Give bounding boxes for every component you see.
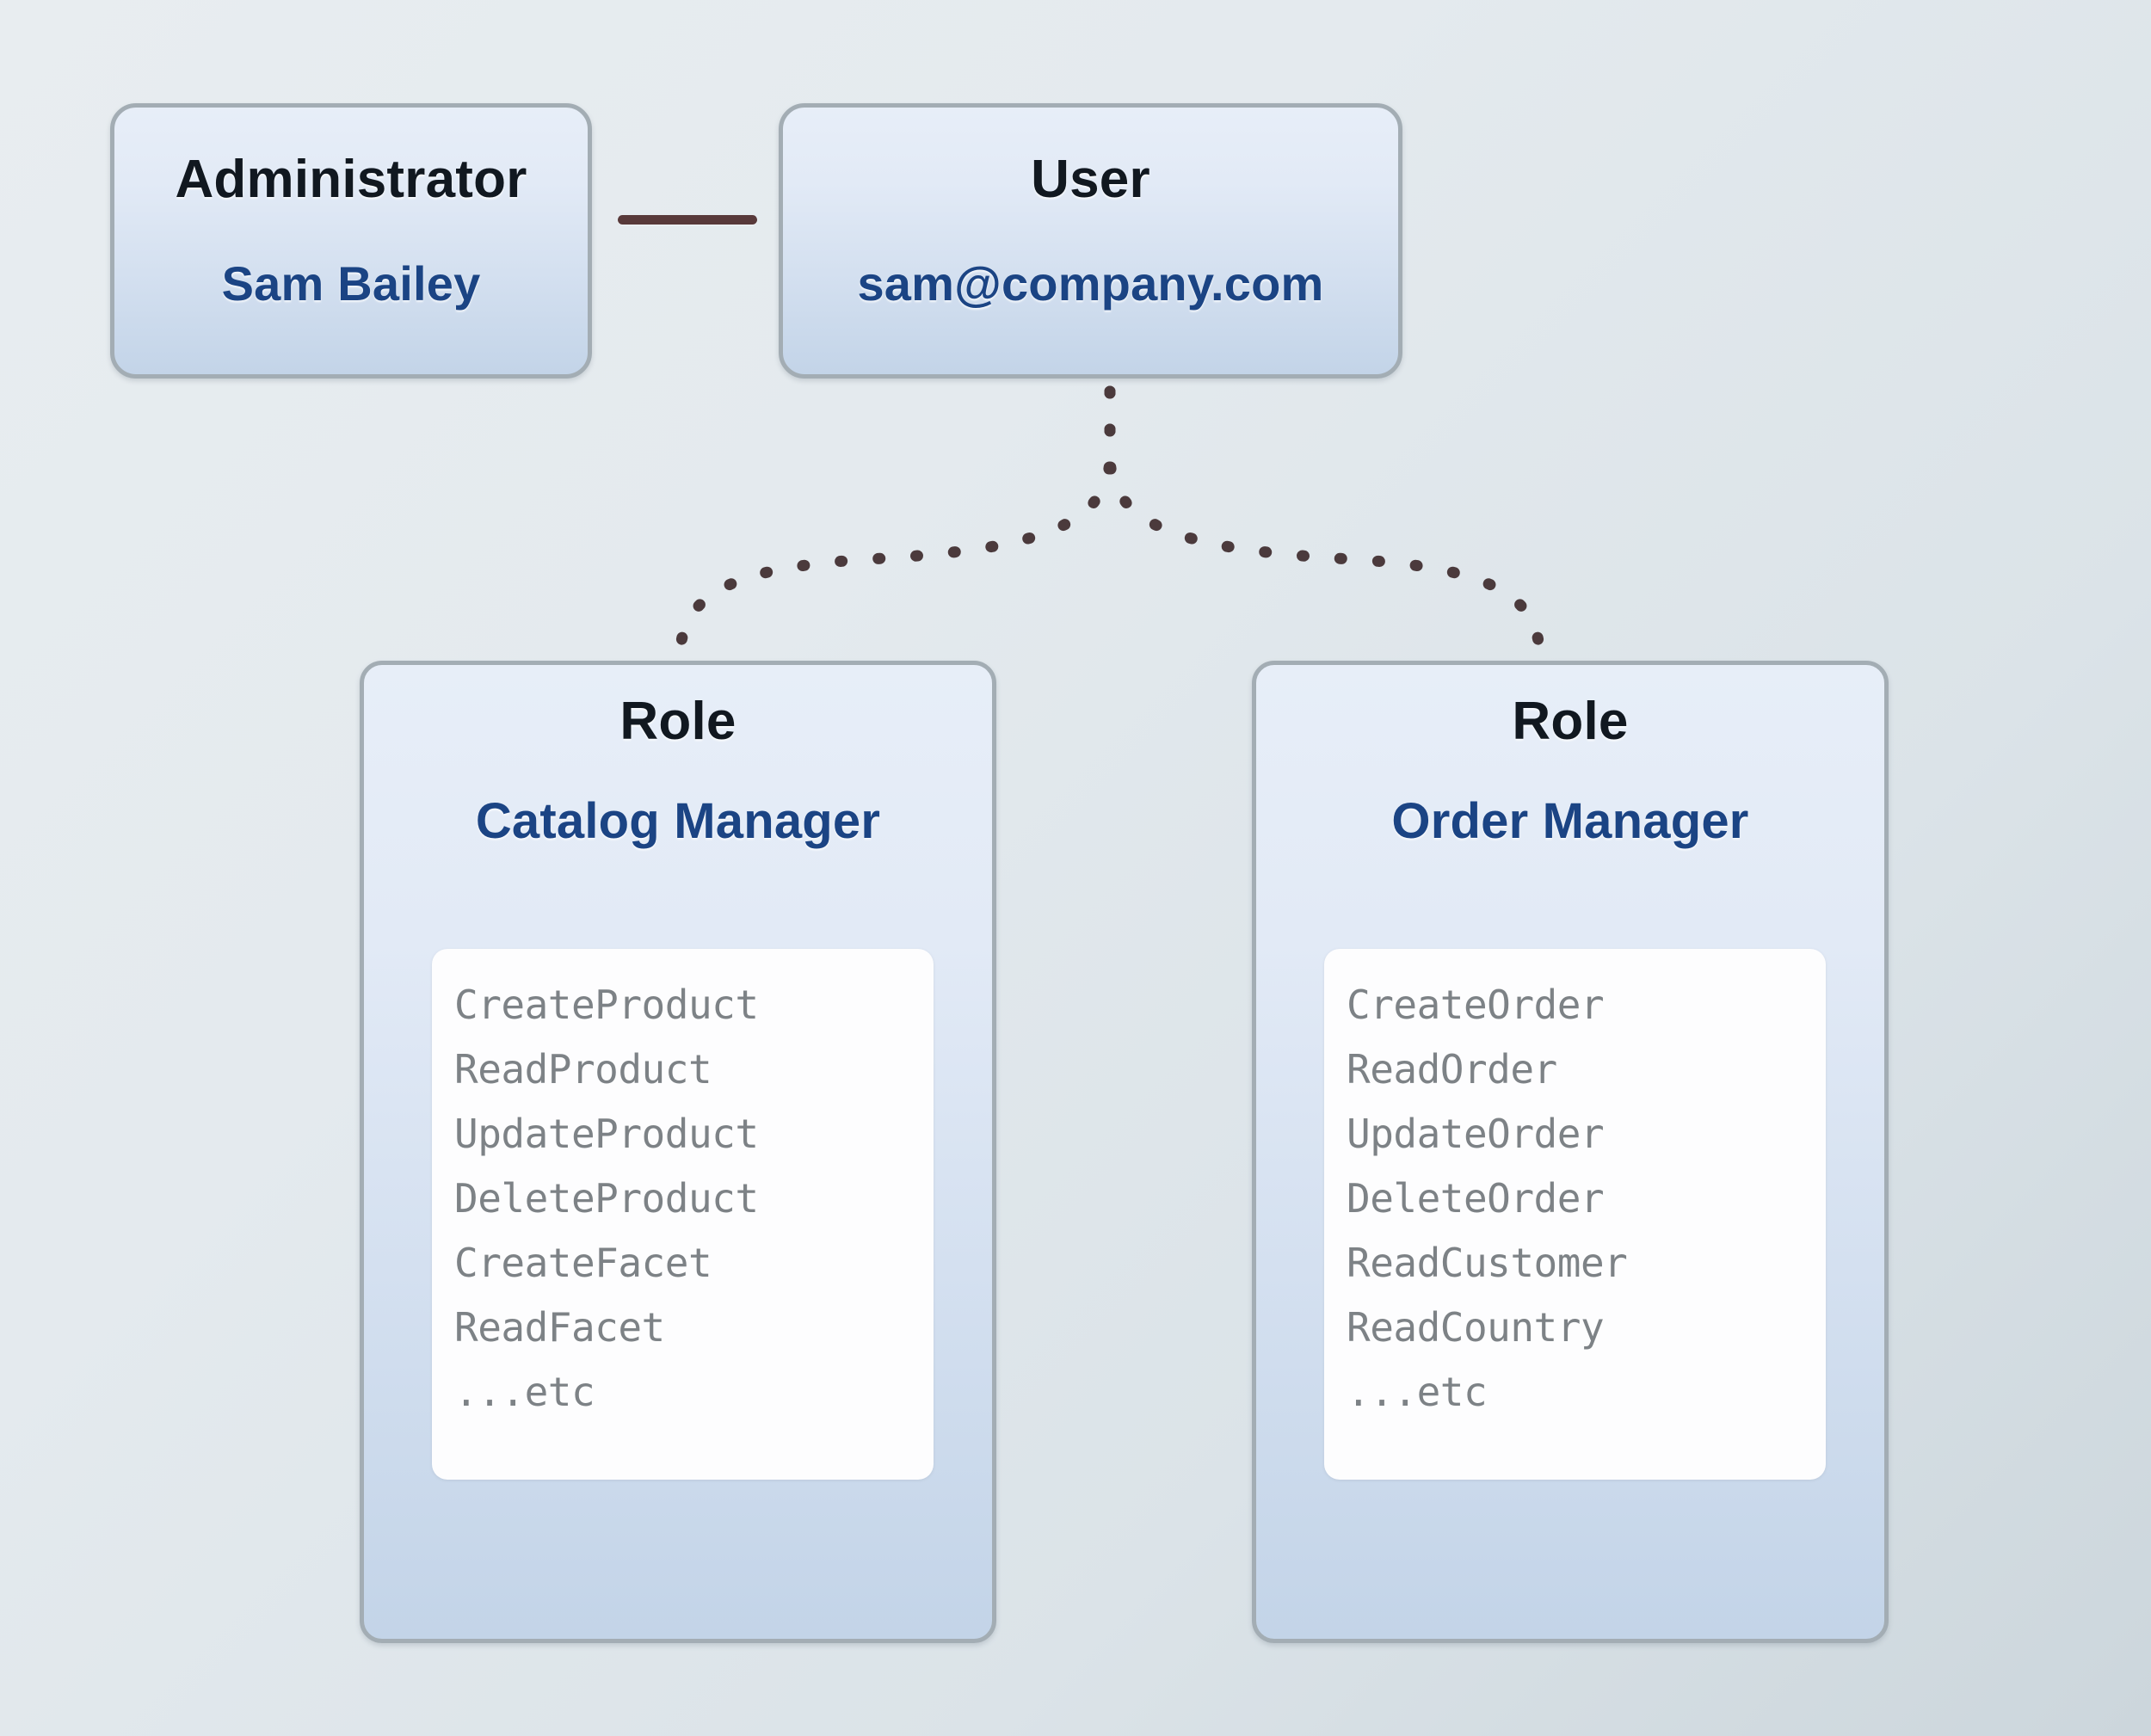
node-administrator[interactable]: Administrator Sam Bailey [110, 103, 592, 379]
permission-item: UpdateProduct [454, 1111, 759, 1157]
edge-administrator-user [618, 215, 757, 225]
edge-user-to-order-manager [1104, 385, 1546, 667]
permission-panel-order-manager: CreateOrder ReadOrder UpdateOrder Delete… [1324, 949, 1826, 1480]
permission-item: CreateOrder [1347, 982, 1605, 1028]
administrator-title: Administrator [175, 150, 527, 209]
node-role-order-manager[interactable]: Role Order Manager CreateOrder ReadOrder… [1252, 661, 1889, 1643]
permission-item: CreateFacet [454, 1240, 712, 1286]
administrator-name: Sam Bailey [221, 256, 481, 311]
permission-item: ReadOrder [1347, 1046, 1557, 1093]
permission-item: DeleteProduct [454, 1175, 759, 1222]
role-title: Role [1512, 692, 1629, 751]
permission-item: ReadProduct [454, 1046, 712, 1093]
node-role-catalog-manager[interactable]: Role Catalog Manager CreateProduct ReadP… [360, 661, 996, 1643]
role-title: Role [619, 692, 737, 751]
permission-item: UpdateOrder [1347, 1111, 1605, 1157]
permission-item: ReadCountry [1347, 1304, 1605, 1351]
permission-item: CreateProduct [454, 982, 759, 1028]
permission-panel-catalog-manager: CreateProduct ReadProduct UpdateProduct … [432, 949, 934, 1480]
role-name-order-manager: Order Manager [1391, 793, 1749, 849]
edge-user-to-catalog-manager [674, 385, 1116, 667]
permission-item: ...etc [454, 1369, 595, 1415]
permission-item: ReadFacet [454, 1304, 665, 1351]
user-title: User [1031, 150, 1150, 209]
user-email: sam@company.com [857, 256, 1324, 311]
permission-item: ReadCustomer [1347, 1240, 1628, 1286]
node-user[interactable]: User sam@company.com [779, 103, 1402, 379]
role-name-catalog-manager: Catalog Manager [475, 793, 881, 849]
permission-item: ...etc [1347, 1369, 1488, 1415]
permission-item: DeleteOrder [1347, 1175, 1605, 1222]
